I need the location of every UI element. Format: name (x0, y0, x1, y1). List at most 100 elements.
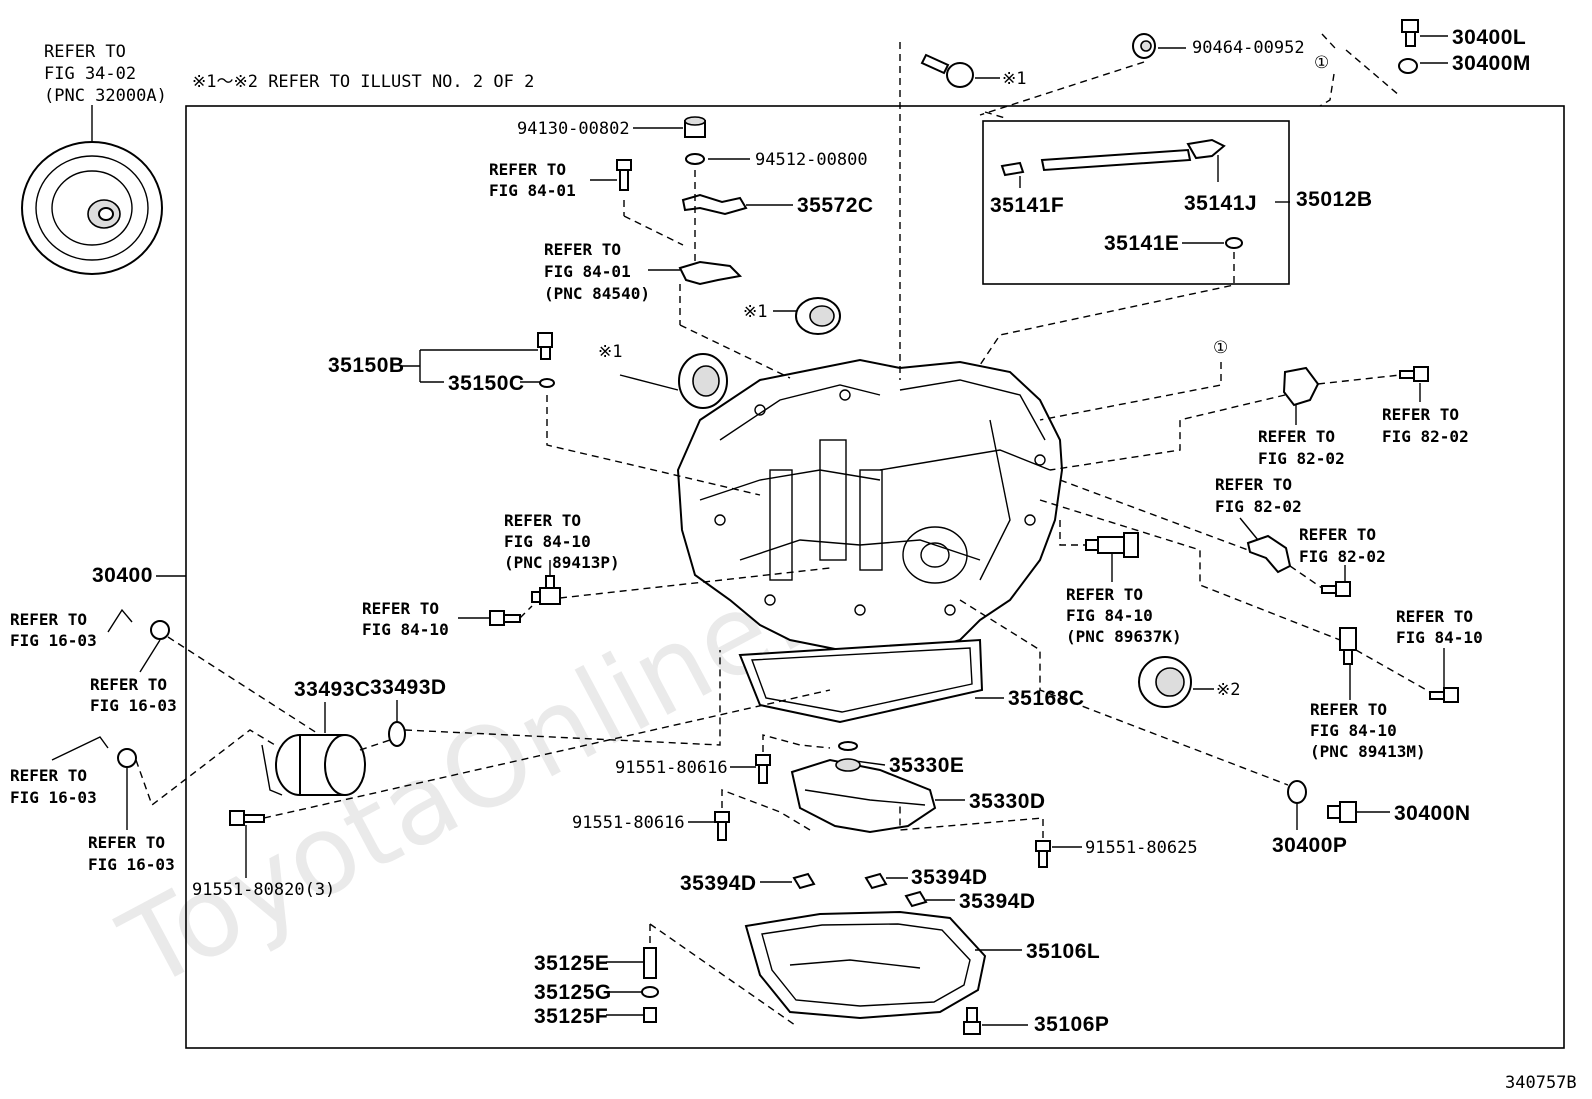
oil-strainer[interactable] (790, 758, 937, 834)
dashed-leader (1049, 394, 1286, 471)
plug-bolt[interactable] (1401, 19, 1419, 47)
callout-line: FIG 34-02 (44, 64, 136, 84)
part-label-94512-00800[interactable]: 94512-00800 (755, 150, 868, 170)
part-label-35150C[interactable]: 35150C (448, 372, 525, 395)
magnet[interactable] (792, 872, 816, 890)
oil-seal[interactable] (795, 297, 841, 335)
part-label-94130-00802[interactable]: 94130-00802 (517, 119, 630, 139)
gasket[interactable] (1287, 780, 1307, 804)
part-label-90464-00952[interactable]: 90464-00952 (1192, 38, 1305, 58)
callout-line: (PNC 89637K) (1066, 627, 1182, 646)
dashed-leader (1317, 374, 1401, 385)
part-label-35168C[interactable]: 35168C (1008, 687, 1085, 710)
washer[interactable] (685, 153, 705, 165)
callout-line: FIG 16-03 (88, 855, 175, 874)
bolt[interactable] (616, 159, 632, 191)
callout-line: FIG 16-03 (90, 696, 177, 715)
bolt[interactable] (643, 1007, 657, 1023)
dashed-leader (762, 734, 831, 752)
magnet[interactable] (864, 872, 888, 890)
oil-seal[interactable] (1138, 656, 1192, 708)
part-label-33493D[interactable]: 33493D (370, 676, 447, 699)
bolt[interactable] (755, 754, 771, 784)
part-label-35141F[interactable]: 35141F (990, 194, 1064, 217)
part-label-35330D[interactable]: 35330D (969, 790, 1046, 813)
callout-line: REFER TO (1215, 475, 1292, 494)
part-label-35572C[interactable]: 35572C (797, 194, 874, 217)
bolt[interactable] (714, 811, 730, 841)
bolt[interactable] (489, 610, 521, 626)
part-label-30400[interactable]: 30400 (92, 564, 153, 587)
magnet[interactable] (904, 890, 928, 908)
part-label-35141E[interactable]: 35141E (1104, 232, 1179, 255)
speed-sensor[interactable] (1339, 627, 1357, 665)
part-label-35394D[interactable]: 35394D (959, 890, 1036, 913)
callout-line: REFER TO (544, 240, 621, 259)
part-label-91551-80616[interactable]: 91551-80616 (572, 813, 685, 833)
o-ring[interactable] (838, 741, 858, 751)
bracket[interactable] (681, 193, 748, 216)
sensor-bracket[interactable] (1246, 534, 1292, 574)
bolt[interactable] (1399, 366, 1429, 382)
bolt[interactable] (1429, 687, 1459, 703)
part-label-35150B[interactable]: 35150B (328, 354, 405, 377)
part-label-35330E[interactable]: 35330E (889, 754, 964, 777)
callout-line: REFER TO (90, 675, 167, 694)
drain-plug[interactable] (963, 1007, 981, 1035)
part-label-91551-80820[interactable]: 91551-80820(3) (192, 880, 335, 900)
clip[interactable] (1132, 33, 1156, 59)
plug[interactable] (1327, 801, 1357, 823)
part-label-35394D[interactable]: 35394D (911, 866, 988, 889)
part-label-35125F[interactable]: 35125F (534, 1005, 608, 1028)
washer[interactable] (641, 986, 659, 998)
dashed-leader (359, 650, 721, 751)
breather-plug[interactable] (537, 332, 553, 360)
callout-line: FIG 82-02 (1215, 497, 1302, 516)
oil-pan[interactable] (744, 910, 987, 1020)
part-label-30400N[interactable]: 30400N (1394, 802, 1471, 825)
dashed-leader (679, 324, 791, 379)
bolt[interactable] (229, 810, 265, 826)
speed-sensor[interactable] (531, 575, 561, 605)
dashed-leader (1039, 499, 1341, 641)
nut[interactable] (684, 116, 706, 138)
dashed-leader (135, 729, 276, 807)
transmission-cable[interactable] (1000, 138, 1226, 182)
o-ring[interactable] (539, 378, 555, 388)
part-label-35125E[interactable]: 35125E (534, 952, 609, 975)
part-label-30400L[interactable]: 30400L (1452, 26, 1526, 49)
dashed-leader (559, 567, 831, 599)
manual-shift-lever[interactable] (678, 260, 743, 286)
callout-line: REFER TO (1396, 607, 1473, 626)
part-label-35125G[interactable]: 35125G (534, 981, 612, 1004)
part-label-35394D[interactable]: 35394D (680, 872, 757, 895)
part-label-91551-80625[interactable]: 91551-80625 (1085, 838, 1198, 858)
torque-converter[interactable] (21, 141, 163, 275)
oil-seal[interactable] (678, 353, 728, 409)
part-label-35012B[interactable]: 35012B (1296, 188, 1373, 211)
mark-1: ※1 (743, 302, 767, 322)
o-ring[interactable] (1225, 237, 1243, 249)
bolt[interactable] (1321, 581, 1351, 597)
speed-sensor[interactable] (1085, 532, 1139, 558)
part-label-91551-80616[interactable]: 91551-80616 (615, 758, 728, 778)
part-label-30400P[interactable]: 30400P (1272, 834, 1347, 857)
oil-cooler[interactable] (261, 734, 366, 796)
gasket[interactable] (1398, 58, 1418, 74)
pin[interactable] (643, 947, 657, 979)
bolt[interactable] (920, 53, 974, 88)
oil-pan-gasket[interactable] (738, 638, 984, 724)
hose-clamp[interactable] (150, 620, 170, 640)
hose-clamp[interactable] (117, 748, 137, 768)
transaxle-case[interactable] (676, 358, 1064, 657)
note-text: ※1～※2 REFER TO ILLUST NO. 2 OF 2 (192, 72, 534, 92)
part-label-35141J[interactable]: 35141J (1184, 192, 1257, 215)
ref-circle-1: ① (1314, 53, 1329, 73)
o-ring[interactable] (388, 721, 406, 747)
part-label-33493C[interactable]: 33493C (294, 678, 371, 701)
part-label-35106L[interactable]: 35106L (1026, 940, 1100, 963)
part-label-30400M[interactable]: 30400M (1452, 52, 1531, 75)
bolt[interactable] (1035, 840, 1051, 868)
part-label-35106P[interactable]: 35106P (1034, 1013, 1109, 1036)
sensor-bracket[interactable] (1282, 366, 1320, 407)
